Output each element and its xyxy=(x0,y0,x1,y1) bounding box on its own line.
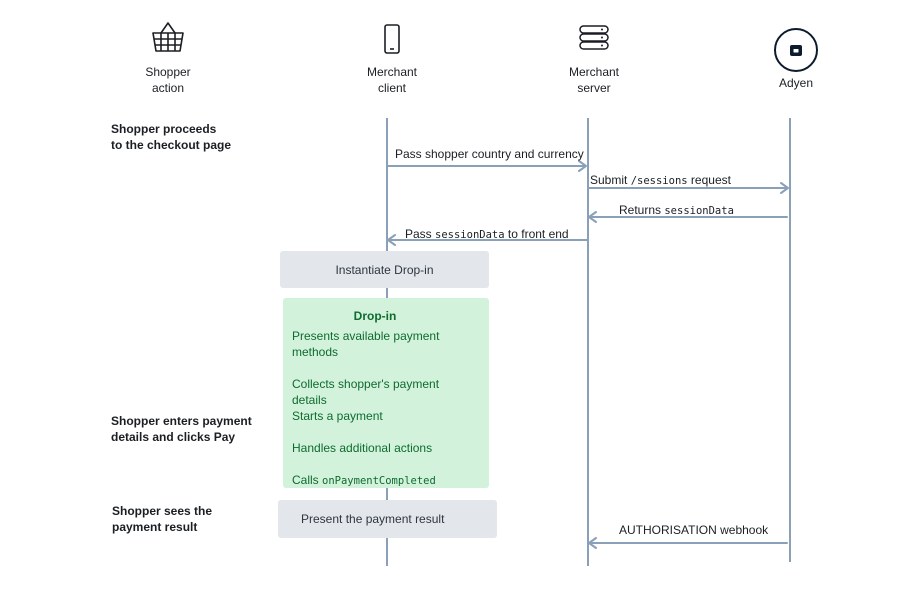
message-returns-sessiondata: Returns sessionData xyxy=(619,203,734,217)
box-label: Present the payment result xyxy=(301,512,445,526)
box-dropin: Drop-in Presents available payment metho… xyxy=(283,298,489,488)
server-icon xyxy=(579,25,609,50)
dropin-item: Presents available payment methods xyxy=(292,329,440,359)
dropin-item-calls: Calls onPaymentCompleted xyxy=(292,473,436,487)
message-pass-sessiondata: Pass sessionData to front end xyxy=(405,227,569,241)
participant-adyen: Adyen xyxy=(741,27,851,91)
participant-merchant-server: Merchant server xyxy=(539,18,649,96)
participant-label: Adyen xyxy=(778,76,814,90)
note-checkout: Shopper proceeds to the checkout page xyxy=(111,122,232,152)
lifeline-adyen xyxy=(789,118,791,562)
shopping-basket-icon xyxy=(152,22,184,52)
adyen-logo-icon xyxy=(774,28,818,72)
box-instantiate-dropin: Instantiate Drop-in xyxy=(280,251,489,288)
message-submit-sessions: Submit /sessions request xyxy=(590,173,731,187)
participant-label: Shopper action xyxy=(145,65,191,95)
dropin-item: Handles additional actions xyxy=(292,441,433,455)
message-pass-country: Pass shopper country and currency xyxy=(395,147,584,161)
participant-merchant-client: Merchant client xyxy=(337,18,447,96)
message-authorisation-webhook: AUTHORISATION webhook xyxy=(619,523,769,537)
box-label: Instantiate Drop-in xyxy=(335,262,434,277)
note-sees-result: Shopper sees the payment result xyxy=(112,504,213,534)
note-enter-payment: Shopper enters payment details and click… xyxy=(111,414,252,444)
dropin-title: Drop-in xyxy=(353,309,397,323)
participant-shopper-action: Shopper action xyxy=(113,18,223,96)
participant-label: Merchant server xyxy=(568,65,620,95)
participant-label: Merchant client xyxy=(366,65,418,95)
box-present-result: Present the payment result xyxy=(278,500,497,538)
dropin-item: Starts a payment xyxy=(292,409,383,423)
dropin-item: Collects shopper's payment details xyxy=(292,377,440,407)
mobile-phone-icon xyxy=(384,24,400,54)
lifeline-merchant-server xyxy=(587,118,589,566)
